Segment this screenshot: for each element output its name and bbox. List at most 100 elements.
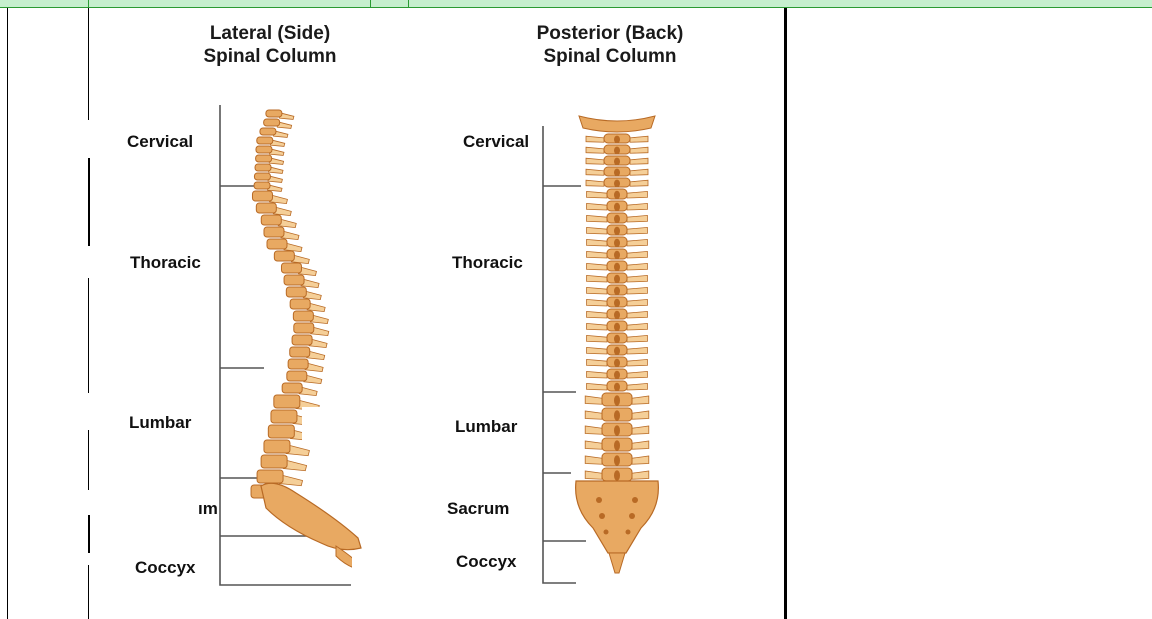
vertebra — [267, 239, 287, 249]
table-header-strip — [0, 0, 1152, 8]
transverse-process — [587, 371, 607, 378]
transverse-process — [630, 158, 648, 164]
lateral-label-thoracic: Thoracic — [130, 253, 201, 273]
spinous-process — [614, 158, 620, 166]
transverse-process — [627, 347, 647, 354]
vertebra — [290, 347, 310, 357]
vertebra — [288, 359, 308, 369]
spinous-process — [614, 136, 620, 144]
spinous-process — [614, 251, 620, 259]
posterior-sacrum — [576, 481, 659, 553]
transverse-process — [630, 147, 648, 153]
posterior-spine-illustration — [436, 8, 784, 619]
spinous-process — [614, 311, 620, 319]
spinous-process — [614, 440, 620, 451]
posterior-label-sacrum: Sacrum — [447, 499, 509, 519]
transverse-process — [627, 287, 647, 294]
transverse-process — [627, 275, 647, 282]
spinous-process — [614, 191, 620, 199]
transverse-process — [586, 158, 604, 164]
vertebra — [260, 128, 276, 135]
vertebra — [281, 263, 301, 273]
vertebra — [266, 110, 282, 117]
transverse-process — [587, 287, 607, 294]
vertebra — [274, 395, 300, 408]
vertebra — [286, 287, 306, 297]
transverse-process — [586, 169, 604, 175]
spinous-process — [614, 263, 620, 271]
transverse-process — [627, 299, 647, 306]
spinous-process — [614, 371, 620, 379]
transverse-process — [587, 251, 607, 258]
vertebra — [293, 311, 313, 321]
vertebra — [254, 173, 270, 180]
lateral-label-cervical: Cervical — [127, 132, 193, 152]
vertebra — [264, 440, 290, 453]
vertebra — [261, 215, 281, 225]
transverse-process — [627, 203, 647, 210]
transverse-process — [627, 227, 647, 234]
transverse-process — [585, 456, 602, 464]
cell-border-line — [88, 8, 89, 120]
transverse-process — [586, 136, 604, 142]
transverse-process — [632, 471, 649, 479]
vertebra — [256, 146, 272, 153]
transverse-process — [587, 323, 607, 330]
spinous-process — [614, 359, 620, 367]
transverse-process — [632, 426, 649, 434]
vertebra — [274, 251, 294, 261]
transverse-process — [627, 383, 647, 390]
transverse-process — [587, 263, 607, 270]
cell-border-line — [88, 158, 90, 246]
transverse-process — [627, 335, 647, 342]
spinous-process — [614, 410, 620, 421]
spinous-process — [614, 203, 620, 211]
transverse-process — [627, 371, 647, 378]
transverse-process — [627, 239, 647, 246]
transverse-process — [627, 359, 647, 366]
spinous-process — [614, 470, 620, 481]
occlusion-patch — [352, 556, 392, 591]
lateral-sacrum — [261, 483, 361, 549]
vertebra — [284, 275, 304, 285]
posterior-label-cervical: Cervical — [463, 132, 529, 152]
transverse-process — [632, 441, 649, 449]
transverse-process — [630, 169, 648, 175]
transverse-process — [627, 191, 647, 198]
transverse-process — [627, 215, 647, 222]
vertebra — [261, 455, 287, 468]
lateral-label-sacrum-partial: ım — [198, 499, 218, 519]
transverse-process — [587, 275, 607, 282]
transverse-process — [585, 441, 602, 449]
vertebra — [255, 164, 271, 171]
posterior-view-panel: Posterior (Back) Spinal Column Cervical … — [436, 8, 784, 619]
spinous-process — [614, 180, 620, 188]
spinous-process — [614, 425, 620, 436]
posterior-vertebrae — [579, 116, 655, 481]
vertebra — [264, 119, 280, 126]
vertebra — [271, 410, 297, 423]
spinous-process — [614, 395, 620, 406]
transverse-process — [627, 263, 647, 270]
spinous-process — [614, 335, 620, 343]
occlusion-patch — [302, 407, 364, 447]
spinous-process — [614, 169, 620, 177]
header-divider — [370, 0, 371, 8]
cell-border-line — [88, 430, 89, 490]
transverse-process — [586, 180, 604, 186]
transverse-process — [587, 383, 607, 390]
transverse-process — [587, 359, 607, 366]
posterior-bracket — [543, 126, 586, 583]
spinous-process — [614, 455, 620, 466]
header-divider — [88, 0, 89, 8]
spinous-process — [614, 383, 620, 391]
transverse-process — [632, 411, 649, 419]
lateral-label-lumbar: Lumbar — [129, 413, 191, 433]
transverse-process — [632, 456, 649, 464]
spinous-process — [614, 323, 620, 331]
transverse-process — [630, 136, 648, 142]
transverse-process — [587, 347, 607, 354]
transverse-process — [587, 239, 607, 246]
vertebra — [256, 155, 272, 162]
spinous-process — [614, 239, 620, 247]
